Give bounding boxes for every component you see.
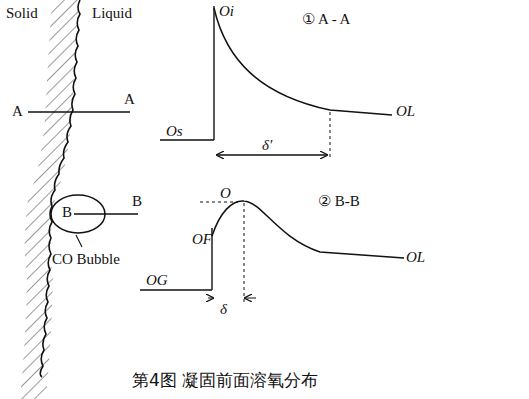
leader-line: [76, 235, 82, 247]
dash-line: [244, 203, 245, 302]
concentration-curve: [214, 8, 392, 115]
region-label: Solid: [6, 6, 38, 21]
section-letter: A: [12, 104, 23, 119]
region-label: Liquid: [92, 6, 132, 21]
caption: 第4图 凝固前面溶氧分布: [132, 372, 318, 389]
dimension-arrow: [245, 298, 256, 299]
dimension-label: δ: [220, 302, 227, 317]
section-letter: B: [132, 194, 142, 209]
solid-level: [160, 139, 214, 140]
section-line-a: [28, 111, 130, 112]
gas-level: [140, 289, 212, 290]
concentration-curve: [212, 201, 404, 258]
axis-label: OF: [192, 232, 212, 247]
graph-title: ① A - A: [302, 12, 350, 27]
section-line-b: [74, 213, 138, 214]
dimension-label: δ': [262, 138, 272, 153]
axis-label: OL: [406, 250, 425, 265]
section-letter: B: [62, 205, 72, 220]
dimension-arrow: [208, 298, 213, 299]
dimension-arrow: [218, 155, 327, 156]
callout-label: CO Bubble: [52, 252, 120, 267]
axis-label: OG: [146, 273, 168, 288]
dash-line: [200, 202, 238, 203]
dimension-arrow: [217, 155, 326, 156]
graph-title: ② B-B: [318, 194, 360, 209]
dash-line: [330, 112, 331, 160]
axis-label: OL: [396, 104, 415, 119]
axis: [213, 6, 214, 140]
interface-line: [40, 0, 80, 377]
axis-label: Oi: [219, 4, 234, 19]
section-letter: A: [124, 92, 135, 107]
axis-label: Os: [166, 124, 183, 139]
axis-label: O: [220, 186, 231, 201]
